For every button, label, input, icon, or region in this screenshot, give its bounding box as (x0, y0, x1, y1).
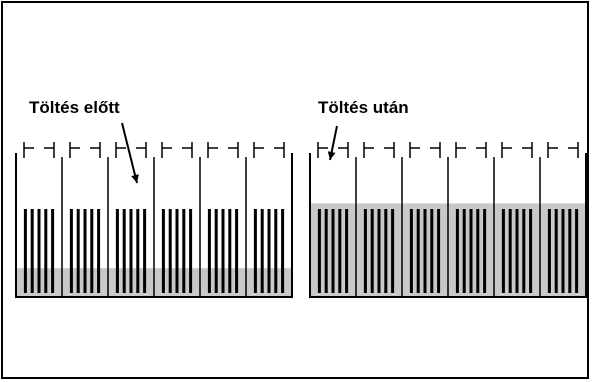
battery-after-charging (309, 142, 587, 298)
arrow-after-head (327, 151, 336, 160)
battery-before-charging (15, 142, 293, 298)
arrow-before (121, 122, 138, 184)
arrow-before-head (131, 174, 139, 183)
label-after-charging: Töltés után (318, 98, 409, 117)
label-before-charging: Töltés előtt (29, 98, 120, 117)
label-arrows (121, 122, 338, 184)
